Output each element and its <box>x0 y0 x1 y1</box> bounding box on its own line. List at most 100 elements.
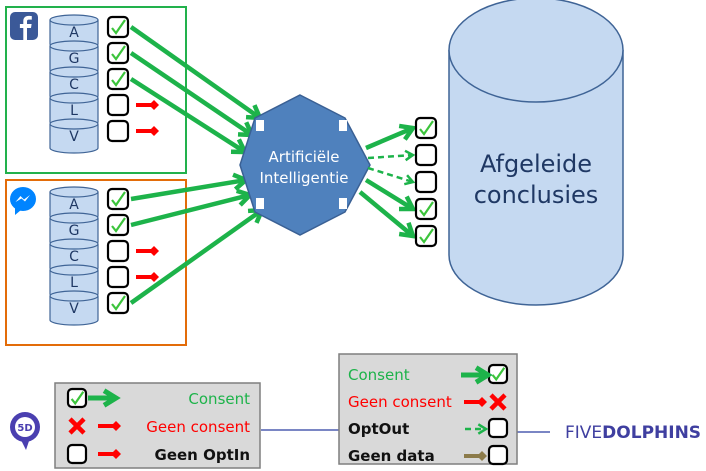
no-consent-arrow-icon <box>136 246 159 256</box>
segment-label: G <box>69 51 80 67</box>
consent-checkbox-messenger-v[interactable] <box>106 291 130 315</box>
checkmark-icon <box>111 295 126 311</box>
consent-checkbox-facebook-a[interactable] <box>106 15 130 39</box>
legend-green-arrow-icon <box>88 388 121 408</box>
legend-right-label: Geen data <box>348 447 435 465</box>
no-consent-arrow-icon <box>136 100 159 110</box>
brand-light: FIVE <box>565 423 602 443</box>
legend-right-label: OptOut <box>348 420 409 438</box>
brand-bold: DOLPHINS <box>602 423 701 443</box>
segment-label: C <box>69 77 79 93</box>
conclusions-line1: Afgeleide <box>480 150 592 178</box>
ai-handle-bottom-right <box>339 198 347 209</box>
legend-left-label: Consent <box>188 390 250 408</box>
legend-empty-box-icon[interactable] <box>487 417 509 439</box>
output-checkboxes <box>414 116 438 248</box>
segment-label: V <box>69 129 79 145</box>
segment-label: G <box>69 223 80 239</box>
legend-right-row-4: Geen data <box>348 444 509 466</box>
conclusions-line2: conclusies <box>474 181 599 209</box>
facebook-icon <box>10 12 38 40</box>
legend-dashed-arrow-icon <box>465 423 489 435</box>
checkmark-icon <box>111 217 126 233</box>
legend-red-arrow-icon <box>98 449 121 459</box>
legend-right-label: Geen consent <box>348 393 452 411</box>
checkmark-icon <box>111 45 126 61</box>
consent-checkbox-messenger-a[interactable] <box>106 187 130 211</box>
legend-left-row-1: Consent <box>66 387 250 409</box>
checkmark-icon <box>419 120 434 136</box>
legend-left-label: Geen consent <box>146 418 250 436</box>
legend-empty-box-icon[interactable] <box>66 443 88 465</box>
legend-right-label: Consent <box>348 366 410 384</box>
legend-olive-arrow-icon <box>464 451 487 461</box>
output-checkbox-3[interactable] <box>414 170 438 194</box>
output-checkbox-5[interactable] <box>414 224 438 248</box>
legend-left-label: Geen OptIn <box>155 446 250 464</box>
consent-checkbox-messenger-c[interactable] <box>106 239 130 263</box>
segment-label: A <box>69 197 79 213</box>
legend-checked-box-icon[interactable] <box>66 387 88 409</box>
legend-left-row-2: Geen consent <box>68 417 250 436</box>
segment-label: V <box>69 301 79 317</box>
consent-checkbox-facebook-g[interactable] <box>106 41 130 65</box>
output-checkbox-4[interactable] <box>414 197 438 221</box>
output-arrow-4 <box>364 178 417 212</box>
checkmark-icon <box>491 367 506 382</box>
checkmark-icon <box>419 228 434 244</box>
logo-text: 5D <box>17 423 32 434</box>
consent-checkbox-facebook-c[interactable] <box>106 67 130 91</box>
legend-checked-box-icon[interactable] <box>487 363 509 385</box>
data-segment-v[interactable]: V <box>49 118 99 154</box>
input-arrows <box>129 25 266 305</box>
segment-label: L <box>70 275 78 291</box>
ai-label-line2: Intelligentie <box>259 169 348 187</box>
ai-label-line1: Artificiële <box>269 148 340 166</box>
ai-node[interactable]: Artificiële Intelligentie <box>239 94 371 236</box>
consent-checkbox-facebook-v[interactable] <box>106 119 130 143</box>
data-segment-v[interactable]: V <box>49 290 99 326</box>
no-consent-arrow-icon <box>136 126 159 136</box>
legend-left-row-3: Geen OptIn <box>66 443 250 465</box>
legend-right-row-1: Consent <box>348 363 509 385</box>
input-arrow-messenger-v <box>129 207 266 305</box>
output-checkbox-2[interactable] <box>414 143 438 167</box>
input-arrow-facebook-g <box>129 51 256 138</box>
checkmark-icon <box>70 391 85 406</box>
output-arrow-3 <box>367 166 416 186</box>
fivedolphins-logo-icon: 5D <box>10 412 40 450</box>
legend-right-row-3: OptOut <box>348 417 509 439</box>
conclusions-database: Afgeleide conclusies <box>448 0 624 306</box>
legend-red-arrow-icon <box>98 421 121 431</box>
ai-handle-top-left <box>256 120 264 131</box>
segment-label: C <box>69 249 79 265</box>
segment-label: A <box>69 25 79 41</box>
checkmark-icon <box>419 201 434 217</box>
ai-octagon <box>239 94 371 236</box>
legend-green-arrow-icon <box>461 365 493 385</box>
consent-checkbox-messenger-g[interactable] <box>106 213 130 237</box>
messenger-icon <box>10 187 36 215</box>
segment-label: L <box>70 103 78 119</box>
legend-red-arrow-icon <box>464 397 487 407</box>
output-arrows <box>358 123 417 239</box>
input-arrow-messenger-a <box>130 172 251 202</box>
output-arrow-5 <box>358 190 417 239</box>
checkmark-icon <box>111 19 126 35</box>
consent-checkbox-facebook-l[interactable] <box>106 93 130 117</box>
consent-checkbox-messenger-l[interactable] <box>106 265 130 289</box>
legend-red-x-icon <box>489 393 507 411</box>
output-arrow-2 <box>367 149 416 162</box>
ai-handle-top-right <box>339 120 347 131</box>
output-checkbox-1[interactable] <box>414 116 438 140</box>
checkmark-icon <box>111 71 126 87</box>
checkmark-icon <box>111 191 126 207</box>
legend-empty-box-icon[interactable] <box>487 444 509 466</box>
legend-red-x-icon <box>68 417 86 435</box>
no-consent-arrow-icon <box>136 272 159 282</box>
brand-wordmark[interactable]: FIVEDOLPHINS <box>565 423 701 443</box>
